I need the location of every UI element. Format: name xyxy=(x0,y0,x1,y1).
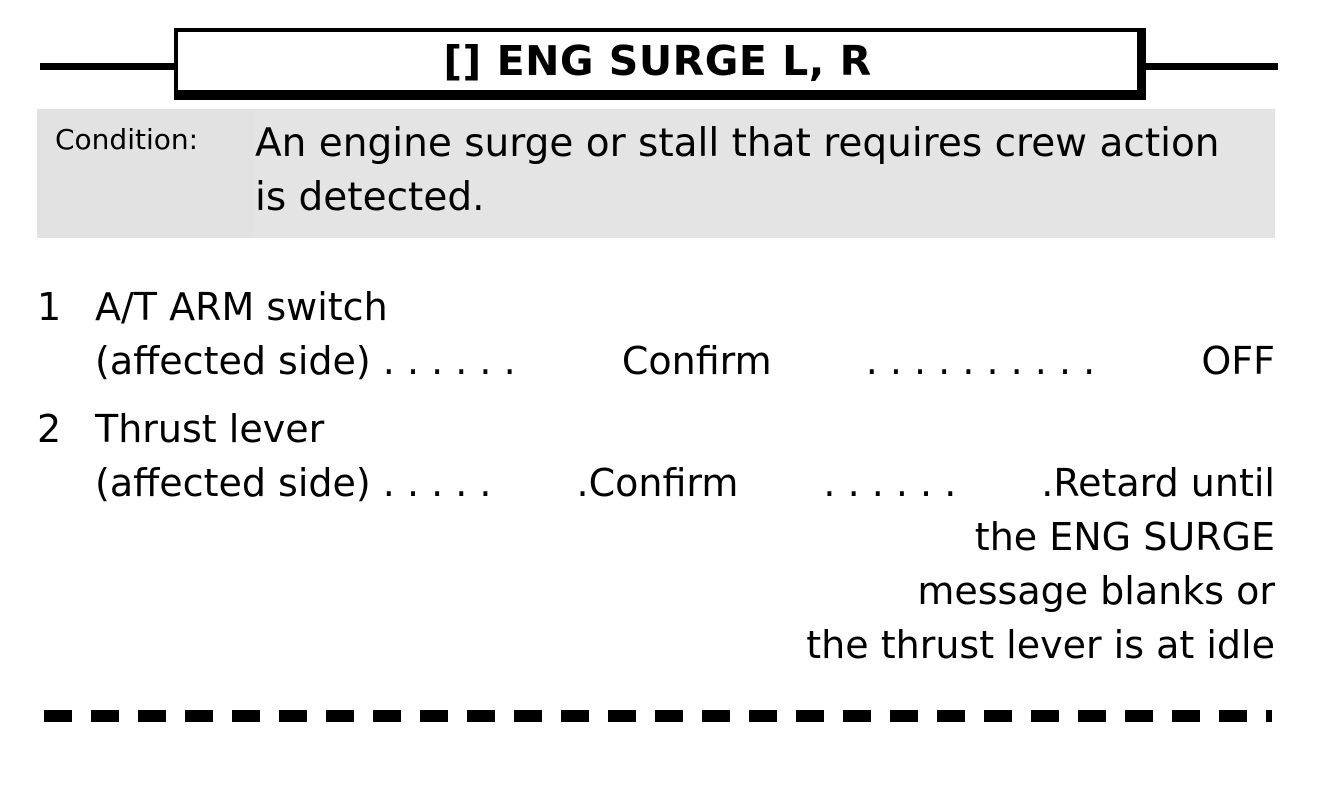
step-qualifier: (affected side) . . . . . . xyxy=(95,339,528,383)
section-separator-dashed xyxy=(44,710,1272,722)
step-continuation-line: the thrust lever is at idle xyxy=(806,623,1275,667)
step-action-title: A/T ARM switch xyxy=(95,285,388,329)
step-dot-leader: . . . . . . xyxy=(823,461,969,505)
step-number: 2 xyxy=(37,407,62,451)
step-qualifier: (affected side) . . . . . xyxy=(95,461,504,505)
step-verb: Confirm xyxy=(621,339,772,383)
checklist-title-box: [] ENG SURGE L, R xyxy=(174,28,1146,100)
step-target-value: .Retard until xyxy=(1041,461,1275,505)
step-body: Thrust lever (affected side) . . . . . .… xyxy=(95,402,1275,672)
title-rule-right xyxy=(1140,63,1278,70)
step-action-line: (affected side) . . . . . . Confirm . . .… xyxy=(95,334,1275,388)
step-continuation-line: message blanks or xyxy=(917,569,1275,613)
step-action-title: Thrust lever xyxy=(95,407,325,451)
step-action-line: (affected side) . . . . . .Confirm . . .… xyxy=(95,456,1275,510)
page-title: [] ENG SURGE L, R xyxy=(443,36,872,85)
procedure-step-list: 1 A/T ARM switch (affected side) . . . .… xyxy=(37,280,1275,686)
step-dot-leader: . . . . . . . . . . xyxy=(865,339,1108,383)
condition-text: An engine surge or stall that requires c… xyxy=(255,121,1220,220)
step-verb: .Confirm xyxy=(576,461,751,505)
procedure-step: 1 A/T ARM switch (affected side) . . . .… xyxy=(37,280,1275,388)
step-body: A/T ARM switch (affected side) . . . . .… xyxy=(95,280,1275,388)
title-rule-left xyxy=(40,63,180,70)
step-target-value: OFF xyxy=(1201,339,1275,383)
step-number: 1 xyxy=(37,285,62,329)
procedure-step: 2 Thrust lever (affected side) . . . . .… xyxy=(37,402,1275,672)
checklist-title-band: [] ENG SURGE L, R xyxy=(0,0,1334,112)
condition-block: Condition: An engine surge or stall that… xyxy=(37,109,1275,238)
step-continuation-line: the ENG SURGE xyxy=(974,515,1275,559)
condition-label: Condition: xyxy=(37,109,255,238)
